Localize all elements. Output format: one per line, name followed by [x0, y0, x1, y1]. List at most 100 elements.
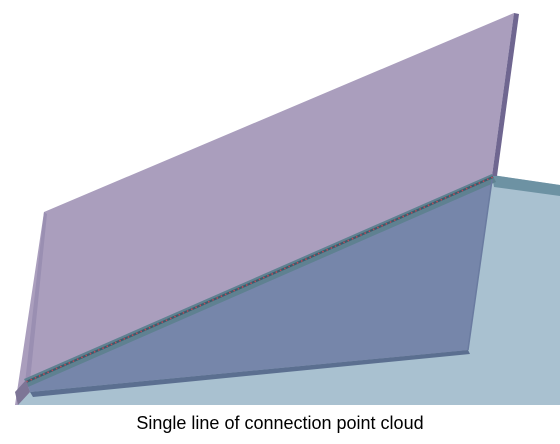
connection-point	[364, 232, 367, 235]
vertical-plate-side-edge	[492, 13, 519, 176]
connection-point	[59, 365, 62, 368]
connection-point	[347, 239, 350, 242]
connection-point	[267, 274, 269, 277]
connection-point	[461, 189, 464, 192]
connection-point	[360, 234, 362, 236]
connection-point	[224, 293, 227, 296]
connection-point	[110, 343, 113, 346]
connection-point	[119, 339, 121, 342]
connection-point	[440, 198, 443, 201]
connection-point	[55, 367, 58, 370]
connection-point	[309, 256, 312, 259]
connection-point	[127, 336, 130, 338]
connection-point	[182, 311, 185, 314]
connection-point	[419, 208, 422, 210]
connection-point	[372, 228, 375, 231]
vertical-plate-bottom-edge	[30, 350, 470, 397]
connection-point	[89, 352, 92, 355]
connection-point	[220, 295, 223, 298]
connection-point	[258, 278, 261, 281]
connection-point	[300, 260, 303, 262]
connection-point	[212, 299, 214, 301]
connection-point	[76, 358, 79, 361]
connection-point	[43, 373, 45, 375]
connection-point	[216, 297, 219, 299]
connection-point	[102, 347, 104, 350]
connection-point	[229, 291, 231, 294]
connection-point	[465, 187, 468, 190]
connection-point	[376, 226, 379, 229]
connection-point	[478, 182, 481, 184]
figure-caption: Single line of connection point cloud	[136, 413, 424, 433]
connection-point	[381, 224, 383, 227]
connection-point	[262, 276, 265, 279]
connection-point	[106, 345, 109, 348]
connection-point	[169, 317, 172, 320]
connection-point	[279, 269, 282, 272]
connection-point	[233, 289, 236, 292]
connection-point	[161, 321, 164, 324]
connection-point	[402, 215, 405, 218]
connection-point	[97, 349, 100, 351]
connection-point	[292, 263, 295, 266]
connection-point	[389, 221, 392, 223]
connection-point	[250, 282, 252, 285]
connection-point	[283, 267, 286, 270]
connection-point	[131, 334, 134, 337]
connection-point	[305, 258, 307, 260]
connection-point	[199, 304, 202, 307]
connection-point	[474, 184, 476, 186]
connection-point	[174, 315, 176, 318]
connection-point	[398, 217, 400, 220]
connection-point	[275, 271, 278, 273]
connection-point	[322, 250, 324, 253]
connection-point	[72, 360, 75, 362]
connection-point	[317, 252, 320, 255]
vertical-plate-lower-right-edge	[467, 179, 493, 351]
horizontal-plate-back-edge	[492, 175, 560, 196]
connection-point	[165, 319, 168, 322]
connection-point-cloud	[26, 176, 493, 383]
connection-point	[482, 180, 485, 183]
3d-plate-scene	[15, 13, 560, 405]
connection-point	[136, 332, 138, 335]
connection-point	[385, 222, 388, 225]
connection-point	[203, 302, 206, 305]
connection-point	[313, 254, 316, 257]
connection-point	[186, 310, 189, 312]
connection-point	[148, 326, 151, 329]
connection-point	[491, 176, 493, 179]
connection-point	[207, 300, 210, 303]
connection-point	[152, 324, 155, 327]
connection-point	[241, 286, 244, 288]
connection-point	[338, 243, 341, 246]
connection-point	[68, 362, 71, 364]
connection-point	[406, 213, 409, 216]
connection-point	[123, 337, 126, 340]
connection-point	[427, 204, 430, 207]
connection-point	[114, 341, 117, 344]
connection-point	[453, 193, 455, 196]
connection-point	[34, 376, 37, 379]
connection-point	[486, 178, 489, 181]
connection-point	[444, 197, 447, 199]
connection-point	[157, 323, 159, 325]
connection-point	[296, 261, 299, 264]
connection-point	[351, 237, 354, 240]
connection-point	[237, 287, 240, 290]
connection-point	[178, 313, 181, 316]
connection-point	[30, 378, 33, 381]
connection-point	[334, 245, 337, 248]
connection-point	[245, 284, 248, 286]
connection-point	[326, 248, 329, 251]
connection-point	[448, 195, 451, 197]
connection-point	[288, 265, 290, 268]
connection-point	[343, 241, 345, 244]
connection-point	[51, 369, 54, 372]
connection-point	[330, 247, 333, 249]
connection-point	[457, 191, 460, 194]
connection-point	[436, 200, 438, 203]
connection-point	[415, 209, 417, 212]
connection-point	[140, 330, 143, 333]
connection-point	[393, 219, 396, 222]
